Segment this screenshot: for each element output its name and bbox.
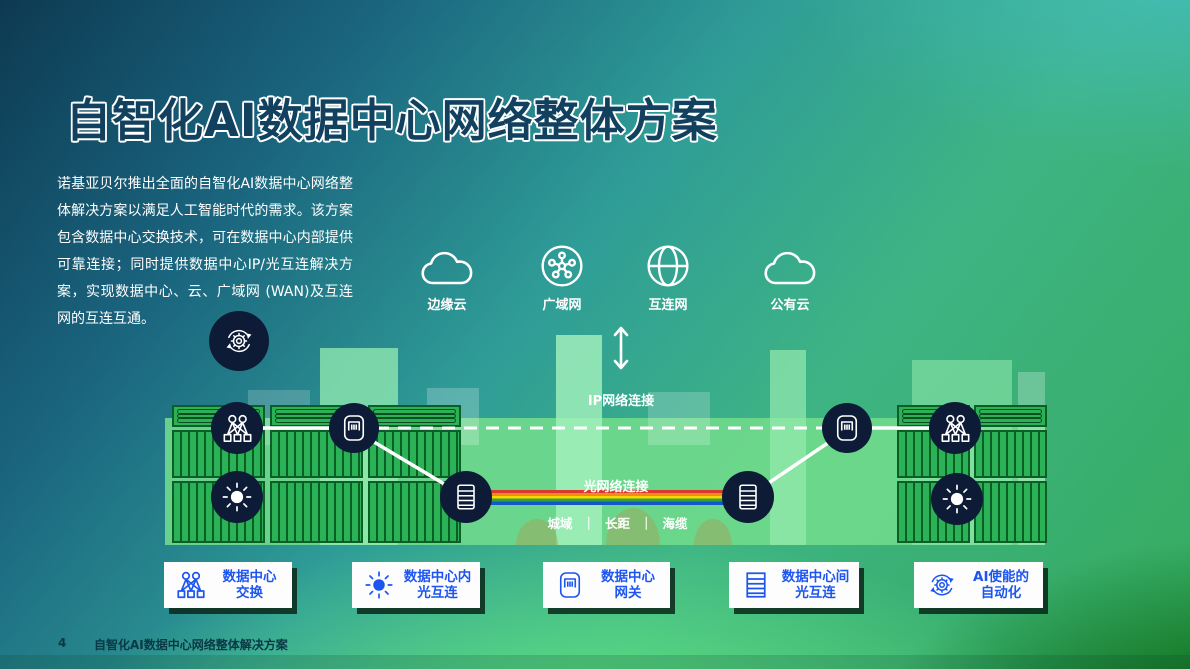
cloud-item-wan: 广域网: [514, 241, 610, 313]
optical-light-icon: [941, 483, 973, 515]
gateway-icon: [555, 570, 585, 600]
page-number: 4: [58, 636, 67, 650]
gateway-icon: [339, 413, 369, 443]
leaf-spine-icon: [176, 570, 206, 600]
node-gateway-left: [329, 403, 379, 453]
wan-hub-icon: [539, 241, 585, 289]
cloud-label: 边缘云: [427, 298, 467, 313]
node-dc-switching-left: [211, 402, 263, 454]
cloud-item-internet: 互连网: [620, 241, 716, 313]
node-optical-intra-left: [211, 471, 263, 523]
optical-fiber-band: [490, 490, 724, 505]
segment-separator: ｜: [640, 516, 653, 531]
cloud-label: 公有云: [770, 298, 810, 313]
legend-inter-dc-optical: 数据中心间光互连: [729, 562, 859, 608]
cloud-icon: [762, 241, 818, 289]
cloud-item-public: 公有云: [742, 241, 838, 313]
cloud-icon: [419, 241, 475, 289]
intro-paragraph: 诺基亚贝尔推出全面的自智化AI数据中心网络整体解决方案以满足人工智能时代的需求。…: [57, 176, 353, 327]
optical-light-icon: [221, 481, 253, 513]
segment-separator: ｜: [582, 516, 595, 531]
optical-network-label: 光网络连接: [583, 480, 649, 495]
footer-bar: [0, 655, 1190, 669]
leaf-spine-icon: [940, 413, 971, 444]
gateway-icon: [832, 413, 862, 443]
legend-label: 数据中心网关: [601, 569, 655, 601]
ip-network-label: IP网络连接: [587, 394, 655, 409]
segment-metro: 城域: [547, 516, 573, 531]
node-gateway-right: [822, 403, 872, 453]
optical-transport-icon: [451, 482, 481, 512]
cloud-item-edge: 边缘云: [399, 241, 495, 313]
legend-ai-automation: AI使能的自动化: [914, 562, 1043, 608]
node-optical-inter-left: [440, 471, 492, 523]
leaf-spine-icon: [222, 413, 253, 444]
segment-submarine: 海缆: [662, 516, 688, 531]
page-title: 自智化AI数据中心网络整体方案: [66, 94, 718, 147]
legend-label: 数据中心交换: [222, 569, 277, 601]
node-optical-intra-right: [931, 473, 983, 525]
node-dc-switching-right: [929, 402, 981, 454]
node-optical-inter-right: [722, 471, 774, 523]
segment-longhaul: 长距: [604, 516, 630, 531]
ai-automation-icon: [226, 324, 252, 358]
node-ai-automation: [209, 311, 269, 371]
legend-label: 数据中心内光互连: [403, 569, 472, 601]
legend-dc-switching: 数据中心交换: [164, 562, 292, 608]
ai-automation-icon: [930, 569, 954, 601]
cloud-label: 互连网: [648, 298, 688, 313]
legend-intra-dc-optical: 数据中心内光互连: [352, 562, 480, 608]
cloud-label: 广域网: [542, 298, 582, 313]
bidirectional-arrow-icon: [613, 326, 629, 370]
optical-transport-icon: [741, 570, 771, 600]
legend-dc-gateway: 数据中心网关: [543, 562, 670, 608]
optical-light-icon: [364, 570, 394, 600]
internet-globe-icon: [645, 241, 691, 289]
optical-segment-labels: 城域 ｜ 长距 ｜ 海缆: [530, 513, 705, 532]
legend-label: 数据中心间光互连: [781, 569, 850, 601]
legend-label: AI使能的自动化: [973, 569, 1029, 601]
optical-transport-icon: [733, 482, 763, 512]
footer-title: 自智化AI数据中心网络整体解决方案: [94, 638, 288, 652]
